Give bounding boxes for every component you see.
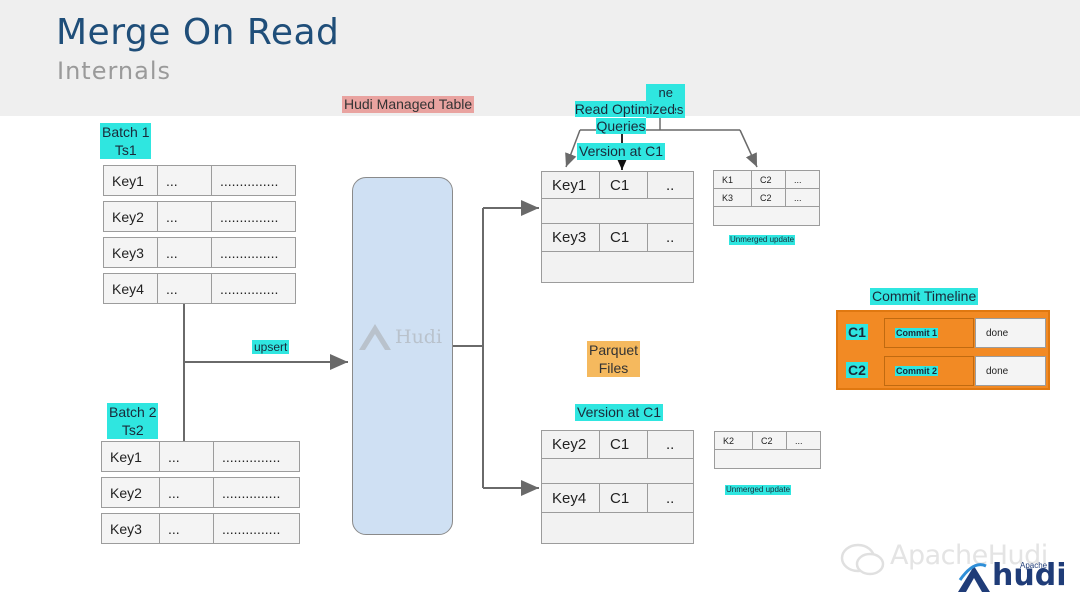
batch1-table-row3: Key3.................. bbox=[103, 237, 296, 268]
table-row bbox=[713, 206, 820, 226]
batch1-label: Batch 1 Ts1 bbox=[100, 123, 152, 159]
table-row: Key1 C1 .. bbox=[542, 171, 693, 199]
wechat-icon bbox=[840, 543, 885, 576]
table-row: Key2.................. bbox=[101, 477, 300, 508]
commit-id: C1 bbox=[846, 324, 868, 340]
hudi-managed-table-box bbox=[352, 177, 453, 535]
batch1-table: Key1.................. bbox=[103, 165, 296, 196]
batch1-table-row2: Key2.................. bbox=[103, 201, 296, 232]
watermark-text: ApacheHudi bbox=[890, 540, 1048, 571]
slide-subtitle: Internals bbox=[57, 57, 171, 85]
corner-apache-text: Apache bbox=[1020, 561, 1048, 570]
table-row: Key2.................. bbox=[103, 201, 296, 232]
upsert-label: upsert bbox=[252, 340, 290, 354]
hudi-logo-icon bbox=[359, 324, 391, 350]
corner-hudi-text: hudi bbox=[992, 558, 1067, 593]
table-row: Key2 C1 .. bbox=[542, 430, 693, 459]
parquet-file-bottom: Key2 C1 .. Key4 C1 .. bbox=[541, 430, 694, 544]
read-optimized-label-wrap: Read Optimized Queries bbox=[563, 84, 679, 135]
hudi-corner-logo-icon bbox=[958, 563, 990, 592]
table-row: Key3 C1 .. bbox=[542, 223, 693, 252]
batch1-table-row4: Key4.................. bbox=[103, 273, 296, 304]
timeline-row: C1 Commit 1 done bbox=[838, 314, 1048, 352]
hudi-logo-text: Hudi bbox=[395, 326, 443, 348]
unmerged-update-top-label: Unmerged update bbox=[729, 235, 796, 245]
slide-title: Merge On Read bbox=[56, 12, 340, 53]
table-row: Key3.................. bbox=[103, 237, 296, 268]
header-band bbox=[0, 0, 1080, 116]
hudi-managed-table-label: Hudi Managed Table bbox=[342, 96, 475, 113]
table-row: Key1.................. bbox=[101, 441, 300, 472]
version-c1-top-label: Version at C1 bbox=[577, 143, 666, 160]
commit-id: C2 bbox=[846, 362, 868, 378]
commit-name-cell: Commit 1 bbox=[884, 318, 974, 348]
parquet-file-top: Key1 C1 .. Key3 C1 .. bbox=[541, 171, 694, 283]
commit-timeline: C1 Commit 1 done C2 Commit 2 done bbox=[836, 310, 1050, 390]
parquet-files-label: Parquet Files bbox=[587, 341, 641, 377]
commit-timeline-label: Commit Timeline bbox=[870, 288, 979, 305]
timeline-row: C2 Commit 2 done bbox=[838, 352, 1048, 390]
table-row: Key1.................. bbox=[103, 165, 296, 196]
table-row: Key4.................. bbox=[103, 273, 296, 304]
unmerged-update-bottom-label: Unmerged update bbox=[725, 485, 792, 495]
version-c1-bottom-label: Version at C1 bbox=[575, 404, 664, 421]
commit-status: done bbox=[975, 356, 1046, 386]
batch2-label: Batch 2 Ts2 bbox=[107, 403, 159, 439]
table-row: Key4 C1 .. bbox=[542, 483, 693, 513]
table-row: Key3.................. bbox=[101, 513, 300, 544]
commit-name-cell: Commit 2 bbox=[884, 356, 974, 386]
batch2-table-row3: Key3.................. bbox=[101, 513, 300, 544]
table-row bbox=[714, 449, 821, 469]
commit-status: done bbox=[975, 318, 1046, 348]
batch2-table: Key1.................. bbox=[101, 441, 300, 472]
read-optimized-label: Read Optimized Queries bbox=[574, 101, 676, 134]
batch2-table-row2: Key2.................. bbox=[101, 477, 300, 508]
